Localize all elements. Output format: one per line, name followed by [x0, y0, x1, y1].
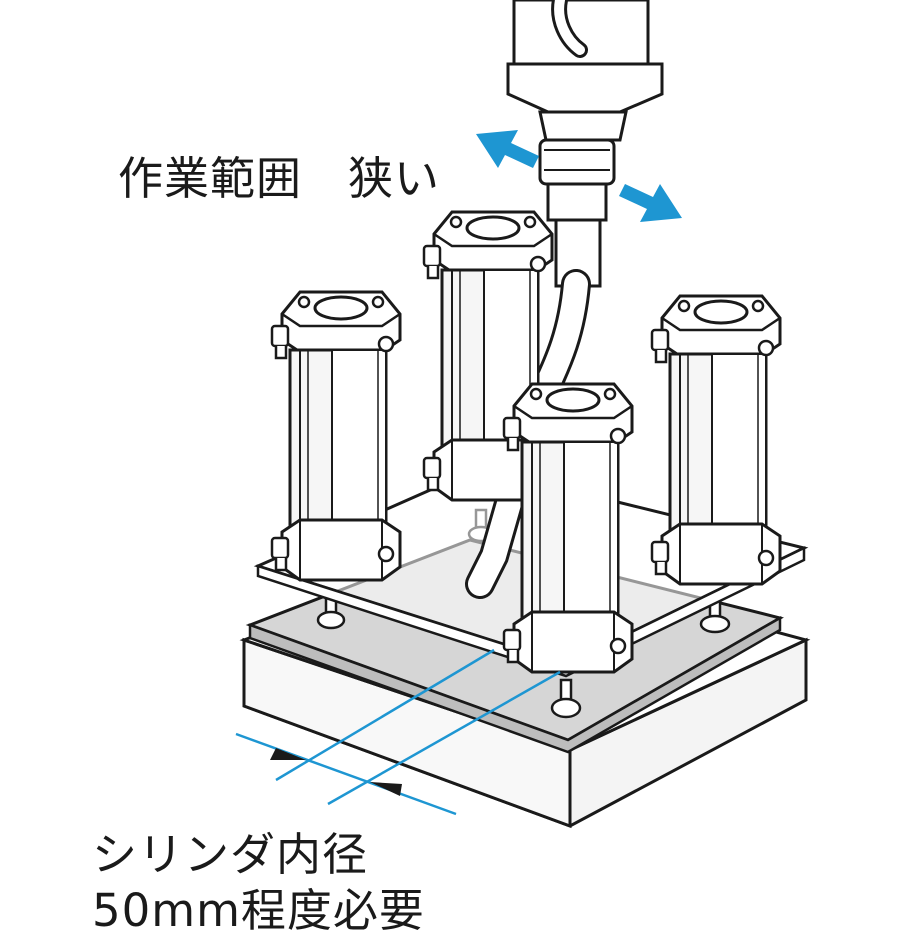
dimension-arrow-icon	[270, 748, 402, 796]
cylinder-bore-label: シリンダ内径	[92, 828, 369, 881]
work-area-label: 作業範囲 狭い	[118, 152, 441, 205]
air-cylinder-left	[270, 290, 402, 582]
robot-arm-icon	[465, 0, 664, 599]
dimension-lines	[235, 648, 561, 816]
air-cylinder-front	[502, 382, 634, 674]
cylinder-bore-size-label: 50mm程度必要	[92, 884, 425, 937]
air-cylinder-right	[650, 294, 782, 586]
movement-arrow-icon	[476, 130, 682, 222]
